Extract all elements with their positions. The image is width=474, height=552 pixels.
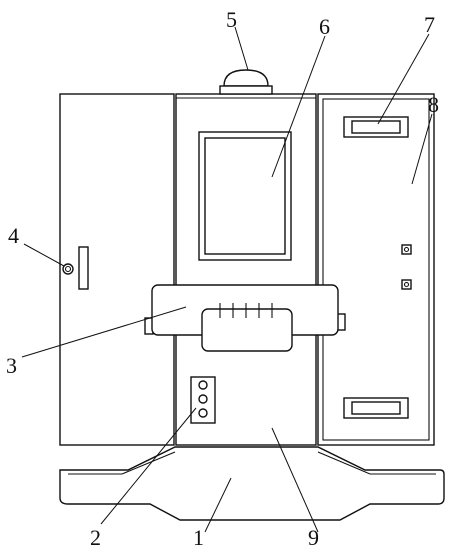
callout-6: 6 bbox=[319, 14, 330, 39]
leader-lines bbox=[21, 26, 433, 533]
callout-labels: 1 2 3 4 5 6 7 8 9 bbox=[6, 7, 439, 550]
socket-upper bbox=[401, 244, 412, 255]
panel-button-2 bbox=[198, 394, 208, 404]
carrying-bracket bbox=[144, 284, 346, 352]
warning-light bbox=[219, 69, 273, 95]
callout-7: 7 bbox=[424, 12, 435, 37]
lock-knob bbox=[62, 263, 74, 275]
callout-9: 9 bbox=[308, 525, 319, 550]
display-screen bbox=[204, 137, 286, 255]
door-handle-left bbox=[78, 246, 89, 290]
main-body bbox=[175, 93, 317, 446]
base bbox=[59, 446, 445, 521]
callout-4: 4 bbox=[8, 223, 19, 248]
bracket-grip bbox=[201, 308, 293, 352]
right-door bbox=[317, 93, 435, 446]
callout-8: 8 bbox=[428, 92, 439, 117]
callout-3: 3 bbox=[6, 353, 17, 378]
callout-1: 1 bbox=[193, 525, 204, 550]
callout-2: 2 bbox=[90, 525, 101, 550]
callout-5: 5 bbox=[226, 7, 237, 32]
socket-lower bbox=[401, 279, 412, 290]
panel-button-3 bbox=[198, 408, 208, 418]
left-door bbox=[59, 93, 175, 446]
panel-button-1 bbox=[198, 380, 208, 390]
